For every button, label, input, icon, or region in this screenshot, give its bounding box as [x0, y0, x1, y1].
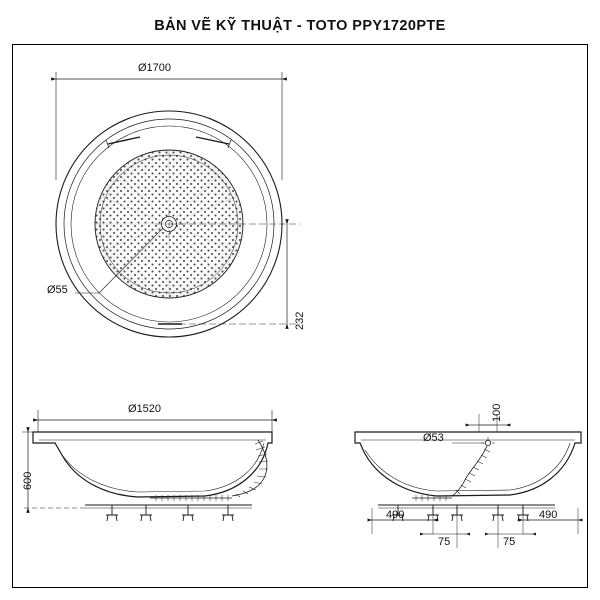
- page-title: BẢN VẼ KỸ THUẬT - TOTO PPY1720PTE: [154, 18, 446, 34]
- dim-label-75-right: 75: [503, 536, 516, 548]
- dim-label-490-left: 490: [386, 509, 405, 521]
- dim-label-490-right: 490: [539, 509, 558, 521]
- dim-label-600: 600: [22, 471, 34, 490]
- drawing-frame: [12, 44, 588, 588]
- dim-label-232: 232: [294, 311, 306, 330]
- dim-label-d1700: Ø1700: [138, 62, 172, 74]
- dim-label-d55: Ø55: [47, 284, 68, 296]
- dim-label-75-left: 75: [438, 536, 451, 548]
- dim-label-100: 100: [491, 403, 503, 422]
- dim-label-d53: Ø53: [423, 432, 444, 444]
- dim-label-d1520: Ø1520: [128, 403, 162, 415]
